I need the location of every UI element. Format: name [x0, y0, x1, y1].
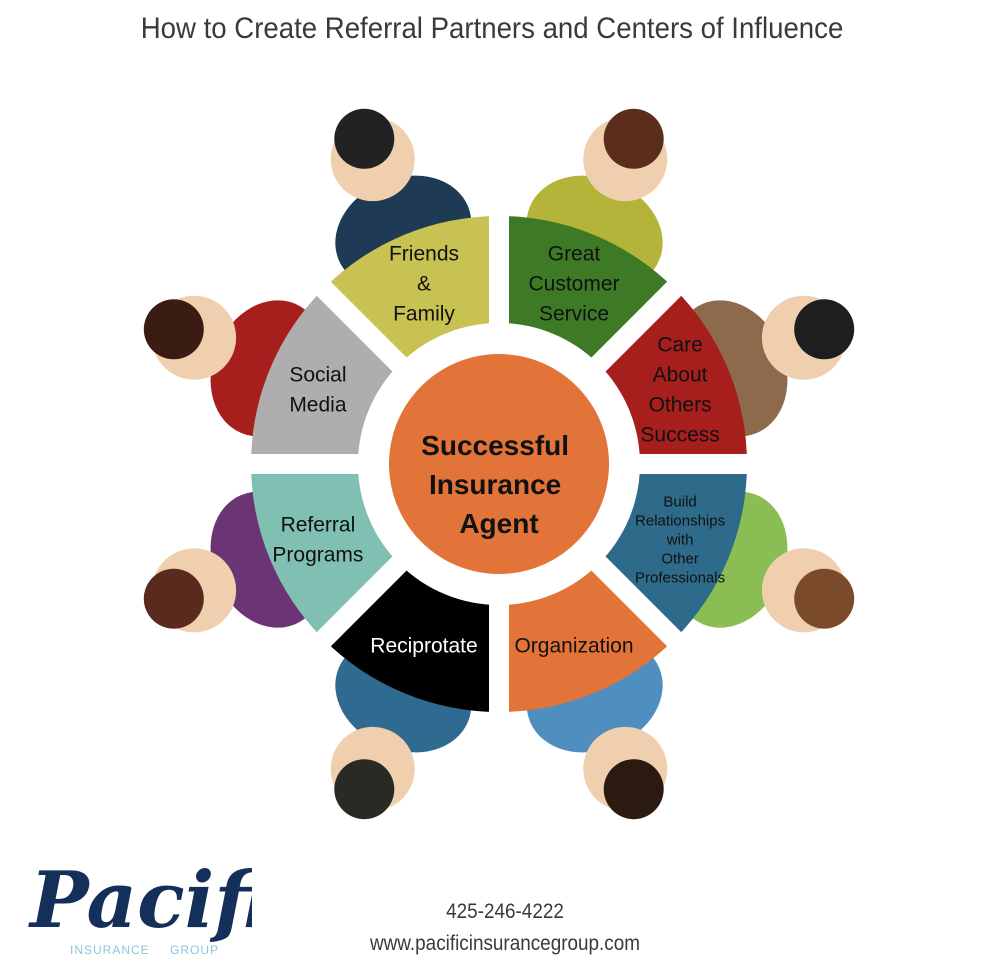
website-link[interactable]: www.pacificinsurancegroup.com	[370, 932, 640, 955]
segment-divider	[313, 278, 436, 401]
person-hair	[334, 759, 395, 820]
svg-text:Pacific: Pacific	[28, 855, 252, 946]
page-title: How to Create Referral Partners and Cent…	[140, 12, 844, 45]
person-hair	[143, 299, 204, 360]
svg-text:INSURANCE: INSURANCE	[70, 943, 150, 957]
person-hair	[334, 108, 395, 169]
svg-text:GROUP: GROUP	[170, 943, 219, 957]
segment-divider	[562, 527, 685, 650]
person-hair	[794, 568, 855, 629]
contact-info: 425-246-4222 www.pacificinsurancegroup.c…	[300, 900, 710, 956]
pacific-logo: Pacific INSURANCE GROUP	[28, 855, 252, 957]
segment-label-organization: Organization	[514, 634, 633, 657]
person-hair	[603, 108, 664, 169]
person-hair	[603, 759, 664, 820]
center-circle	[389, 354, 609, 574]
center-label: Successful Insurance Agent	[421, 430, 577, 539]
segment-divider	[562, 278, 685, 401]
segment-divider	[313, 527, 436, 650]
person-illustration	[672, 491, 855, 633]
segment-label-friends-family: Friends&Family	[389, 242, 459, 325]
person-hair	[143, 568, 204, 629]
person-hair	[794, 299, 855, 360]
segment-label-reciprotate: Reciprotate	[370, 634, 477, 657]
phone-number: 425-246-4222	[446, 900, 564, 923]
